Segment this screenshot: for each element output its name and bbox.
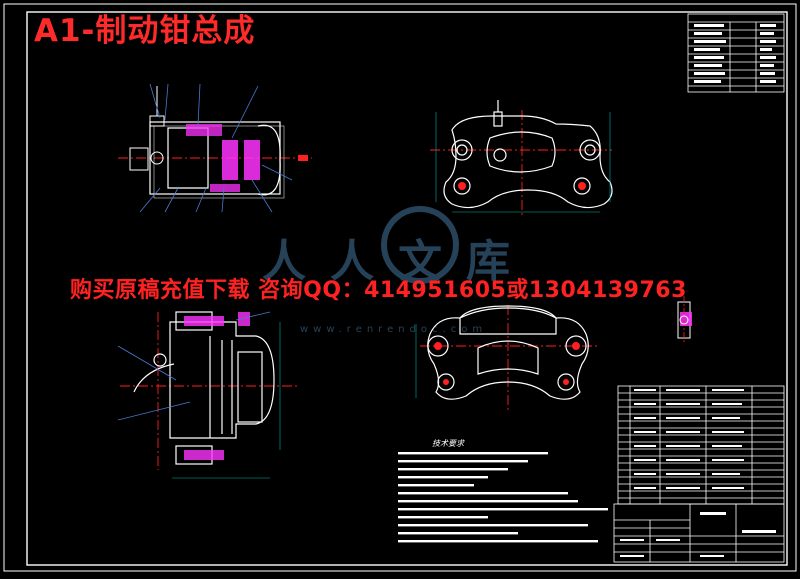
section-view-bottom — [117, 311, 300, 479]
parts-list-table — [617, 385, 785, 505]
section-view-top — [118, 83, 312, 213]
watermark-logo: 人 人 文 库 www.renrendoc.com — [262, 206, 510, 335]
inner-frame — [26, 11, 788, 566]
purchase-ad-text: 购买原稿充值下载 咨询QQ：414951605或1304139763 — [70, 278, 687, 303]
title-block — [613, 503, 785, 563]
drawing-title: A1-制动钳总成 — [34, 13, 256, 49]
notes-title: 技术要求 — [432, 439, 465, 448]
tech-notes-block: 技术要求 — [398, 439, 608, 543]
outer-frame — [3, 3, 797, 572]
spec-table — [687, 13, 785, 93]
watermark-char-3: 文 — [398, 236, 442, 287]
watermark-char-4: 库 — [466, 236, 510, 287]
front-view-top — [430, 100, 613, 218]
bottom-view — [415, 305, 600, 410]
watermark-char-1: 人 — [262, 236, 306, 287]
title-block-text-marks — [620, 512, 776, 557]
watermark-char-2: 人 — [330, 236, 374, 287]
watermark-url: www.renrendoc.com — [300, 324, 487, 335]
detail-view-small — [677, 296, 692, 344]
spec-table-text-marks — [694, 24, 776, 83]
parts-list-text-marks — [634, 389, 744, 489]
